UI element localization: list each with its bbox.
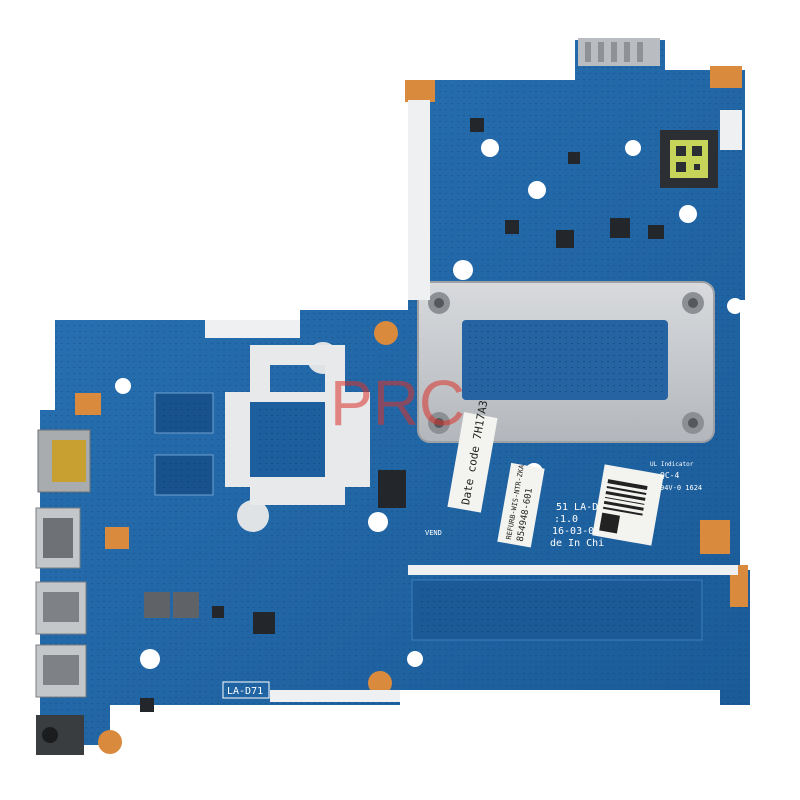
white-slots bbox=[205, 100, 742, 702]
usb-port-1 bbox=[35, 581, 87, 635]
small-ics bbox=[140, 118, 664, 712]
svg-text:UL Indicator: UL Indicator bbox=[650, 461, 694, 468]
svg-text:QC-4: QC-4 bbox=[660, 471, 679, 480]
bottom-connector bbox=[411, 579, 703, 641]
usb-port-2 bbox=[35, 644, 87, 698]
hdmi-port bbox=[35, 507, 81, 569]
inductors bbox=[144, 592, 199, 618]
copper-pads bbox=[75, 66, 748, 754]
ec-chip bbox=[660, 130, 718, 188]
mounting-holes bbox=[115, 139, 743, 669]
ethernet-port bbox=[37, 429, 91, 493]
power-connector bbox=[578, 38, 660, 66]
svg-text:de In Chi: de In Chi bbox=[550, 538, 604, 549]
board-model-label: LA-D71 bbox=[227, 686, 263, 697]
audio-jack bbox=[36, 715, 84, 755]
svg-text:94V-0 1624: 94V-0 1624 bbox=[660, 484, 702, 492]
svg-text:VEND: VEND bbox=[425, 529, 442, 537]
memory-chips bbox=[154, 392, 214, 496]
watermark-text: PRC bbox=[330, 367, 465, 439]
silkscreen-labels: LA-D71 51 LA-D :1.0 16-03-02 de In Chi V… bbox=[222, 461, 702, 699]
sticker-barcode bbox=[592, 464, 664, 546]
svg-text:51 LA-D: 51 LA-D bbox=[556, 502, 598, 513]
svg-text::1.0: :1.0 bbox=[554, 514, 578, 525]
cpu-bracket bbox=[225, 345, 370, 505]
sticker-part-number: REFURB-WIS-NTR-ZKA 854948-601 bbox=[497, 462, 545, 548]
svg-text:16-03-02: 16-03-02 bbox=[552, 526, 600, 537]
sticker-date-code: Date code 7H17A3 bbox=[447, 399, 498, 513]
heatsink-plate bbox=[417, 281, 715, 443]
